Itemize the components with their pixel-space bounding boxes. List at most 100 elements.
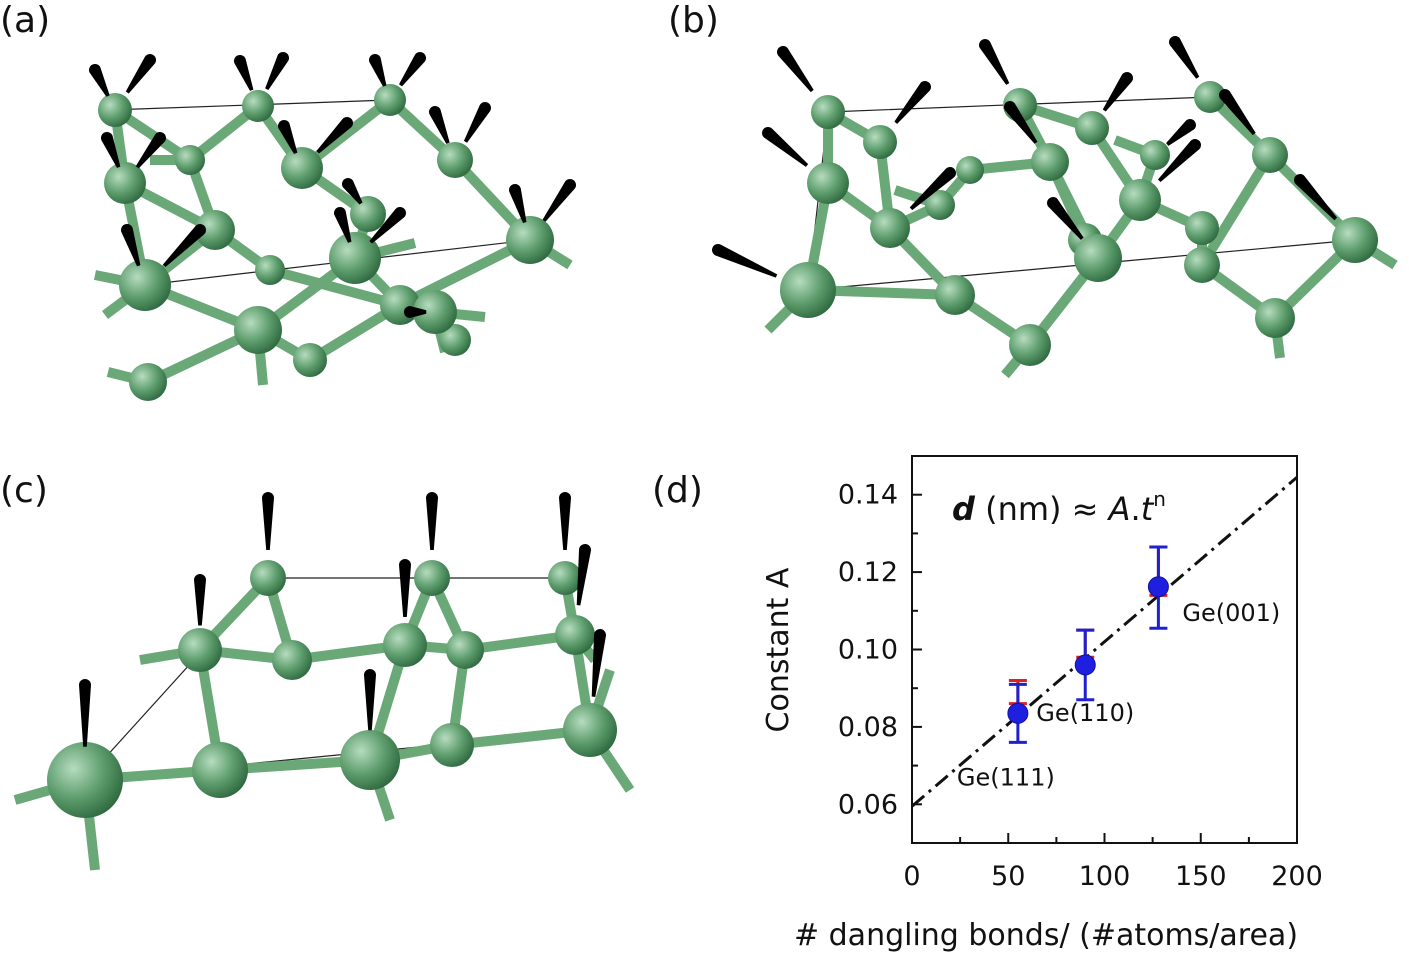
atom bbox=[1255, 298, 1295, 338]
data-point bbox=[1007, 702, 1029, 724]
data-points: Ge(111)Ge(110)Ge(001) bbox=[957, 545, 1280, 791]
dangling-bond bbox=[101, 132, 121, 168]
atom bbox=[1184, 247, 1220, 283]
x-axis-ticks: 0 50 100 150 200 bbox=[903, 833, 1323, 892]
point-label: Ge(001) bbox=[1182, 599, 1280, 627]
atom bbox=[329, 232, 381, 284]
y-axis-title: Constant A bbox=[761, 567, 796, 732]
dangling-bond bbox=[426, 492, 438, 550]
data-point bbox=[1074, 654, 1096, 676]
dangling-bond bbox=[342, 178, 363, 205]
dangling-bond bbox=[399, 52, 426, 87]
atom bbox=[548, 561, 582, 595]
atom bbox=[1140, 140, 1170, 170]
atom bbox=[255, 255, 285, 285]
dangling-bond bbox=[979, 39, 1010, 85]
y-tick-label: 0.10 bbox=[838, 635, 898, 666]
dangling-bond bbox=[1169, 35, 1200, 79]
atom bbox=[935, 275, 975, 315]
atom bbox=[175, 145, 205, 175]
atom bbox=[430, 723, 474, 767]
dangling-bond bbox=[364, 669, 376, 731]
atom bbox=[104, 162, 146, 204]
dangling-bond bbox=[591, 629, 606, 697]
dangling-bond bbox=[369, 207, 406, 244]
atom bbox=[281, 147, 323, 189]
atom bbox=[293, 343, 327, 377]
dangling-bond bbox=[194, 574, 206, 626]
bond bbox=[397, 235, 533, 310]
panel-label-a: (a) bbox=[0, 0, 51, 41]
y-tick-label: 0.12 bbox=[838, 557, 898, 588]
formula-exp: n bbox=[1153, 487, 1166, 511]
y-tick-label: 0.14 bbox=[838, 480, 898, 511]
atom bbox=[1252, 137, 1288, 173]
x-tick-label: 0 bbox=[903, 861, 920, 892]
dangling-bond bbox=[429, 106, 450, 144]
fit-line bbox=[911, 476, 1298, 808]
y-tick-label: 0.08 bbox=[838, 712, 898, 743]
dangling-bond bbox=[265, 52, 289, 91]
dangling-bond bbox=[399, 559, 411, 617]
atom bbox=[98, 93, 132, 127]
atom bbox=[250, 560, 286, 596]
dangling-bond bbox=[1047, 197, 1084, 240]
formula-t: t bbox=[1141, 490, 1155, 528]
dangling-bond bbox=[404, 306, 427, 318]
atom bbox=[1074, 234, 1122, 282]
dangling-bond bbox=[1004, 101, 1038, 144]
ge001-structure-image bbox=[13, 492, 635, 871]
atom bbox=[807, 162, 849, 204]
dangling-bond bbox=[1166, 119, 1196, 146]
atom bbox=[811, 95, 845, 129]
x-axis-title: # dangling bonds/ (#atoms/area) bbox=[794, 918, 1298, 953]
dangling-bond bbox=[278, 120, 298, 155]
atom bbox=[414, 560, 450, 596]
ge111-structure-image bbox=[89, 52, 576, 401]
atom bbox=[129, 363, 167, 401]
atom bbox=[1332, 217, 1378, 263]
dangling-bond bbox=[576, 544, 591, 606]
atom bbox=[506, 216, 554, 264]
panel-label-b: (b) bbox=[668, 0, 719, 41]
formula: d (nm) ≈ A.tn bbox=[952, 487, 1166, 528]
atom bbox=[340, 730, 400, 790]
formula-a: A bbox=[1107, 490, 1131, 528]
atom bbox=[446, 631, 484, 669]
dangling-bond bbox=[135, 132, 166, 169]
dangling-bond bbox=[89, 64, 110, 97]
atom bbox=[47, 742, 123, 818]
dangling-bond bbox=[125, 54, 156, 94]
atom bbox=[563, 703, 617, 757]
atom bbox=[870, 208, 910, 248]
x-tick-label: 100 bbox=[1079, 861, 1131, 892]
dangling-bond bbox=[559, 492, 571, 550]
atom bbox=[555, 615, 595, 655]
bond bbox=[1197, 152, 1275, 268]
atom bbox=[439, 324, 471, 356]
atom bbox=[192, 742, 248, 798]
dangling-bond bbox=[316, 116, 353, 154]
y-axis-ticks: 0.06 0.08 0.10 0.12 0.14 bbox=[838, 480, 922, 844]
atom bbox=[1009, 324, 1051, 366]
x-tick-label: 200 bbox=[1271, 861, 1323, 892]
dangling-bond bbox=[162, 224, 206, 268]
atom bbox=[1194, 81, 1226, 113]
data-point bbox=[1147, 576, 1169, 598]
dangling-bond bbox=[121, 224, 141, 267]
x-tick-label: 50 bbox=[991, 861, 1025, 892]
dangling-bond bbox=[542, 179, 576, 222]
atom bbox=[413, 290, 457, 334]
point-label: Ge(111) bbox=[957, 763, 1055, 791]
atom bbox=[272, 640, 312, 680]
dangling-bond bbox=[1102, 71, 1133, 112]
atom bbox=[195, 210, 235, 250]
atom bbox=[234, 306, 282, 354]
atom bbox=[1185, 211, 1219, 245]
x-tick-label: 150 bbox=[1175, 861, 1227, 892]
dangling-bond bbox=[1219, 89, 1256, 136]
y-tick-label: 0.06 bbox=[838, 789, 898, 820]
atom bbox=[1075, 111, 1109, 145]
atom bbox=[119, 259, 171, 311]
